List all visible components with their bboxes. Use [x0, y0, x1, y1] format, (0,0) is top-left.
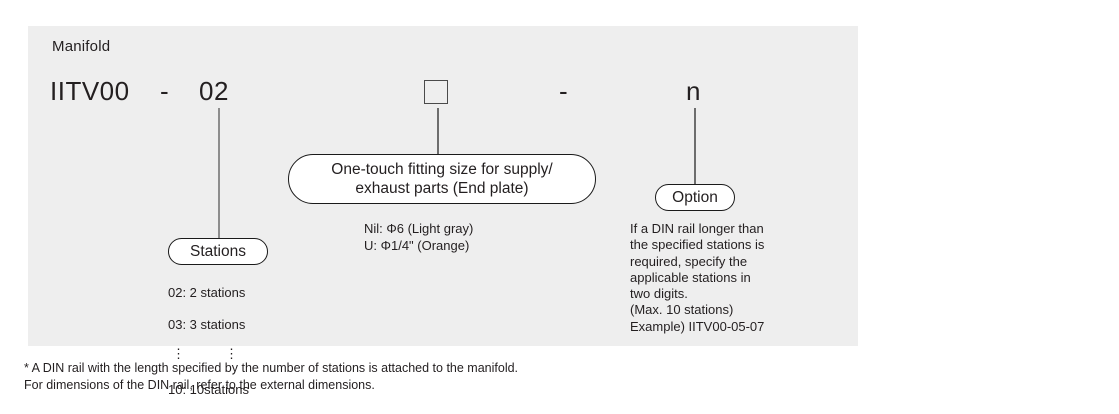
model-code-prefix: IITV00 [50, 76, 130, 106]
model-code-separator-1: - [160, 76, 170, 106]
footnote-text: * A DIN rail with the length specified b… [24, 361, 519, 392]
callout-pill-stations: Stations [168, 238, 268, 265]
leader-line-option [694, 108, 696, 184]
stations-option-list: 02: 2 stations 03: 3 stations ⋮ ⋮ 10: 10… [168, 269, 249, 414]
callout-fitting-line-2: exhaust parts (End plate) [355, 180, 529, 197]
leader-line-stations [218, 108, 220, 238]
stations-ellipsis-right: ⋮ [225, 346, 238, 361]
model-code-option-field: n [686, 76, 701, 106]
callout-pill-option: Option [655, 184, 735, 211]
stations-ellipsis-row: ⋮ ⋮ [168, 346, 249, 366]
panel-header-label: Manifold [52, 38, 111, 55]
callout-pill-fitting-size: One-touch fitting size for supply/ exhau… [288, 154, 596, 204]
model-code-separator-2: - [559, 76, 569, 106]
stations-row-02: 02: 2 stations [168, 285, 246, 300]
option-description-text: If a DIN rail longer than the specified … [630, 221, 765, 334]
model-code-stations-field: 02 [199, 76, 229, 106]
leader-line-fitting [437, 108, 439, 154]
stations-ellipsis-left: ⋮ [172, 346, 185, 361]
stations-row-10: 10: 10stations [168, 382, 249, 397]
fitting-size-option-list: Nil: Φ6 (Light gray) U: Φ1/4" (Orange) [364, 221, 474, 253]
model-code-fitting-placeholder-box [424, 80, 448, 104]
callout-fitting-line-1: One-touch fitting size for supply/ [331, 161, 553, 178]
stations-row-03: 03: 3 stations [168, 317, 246, 332]
